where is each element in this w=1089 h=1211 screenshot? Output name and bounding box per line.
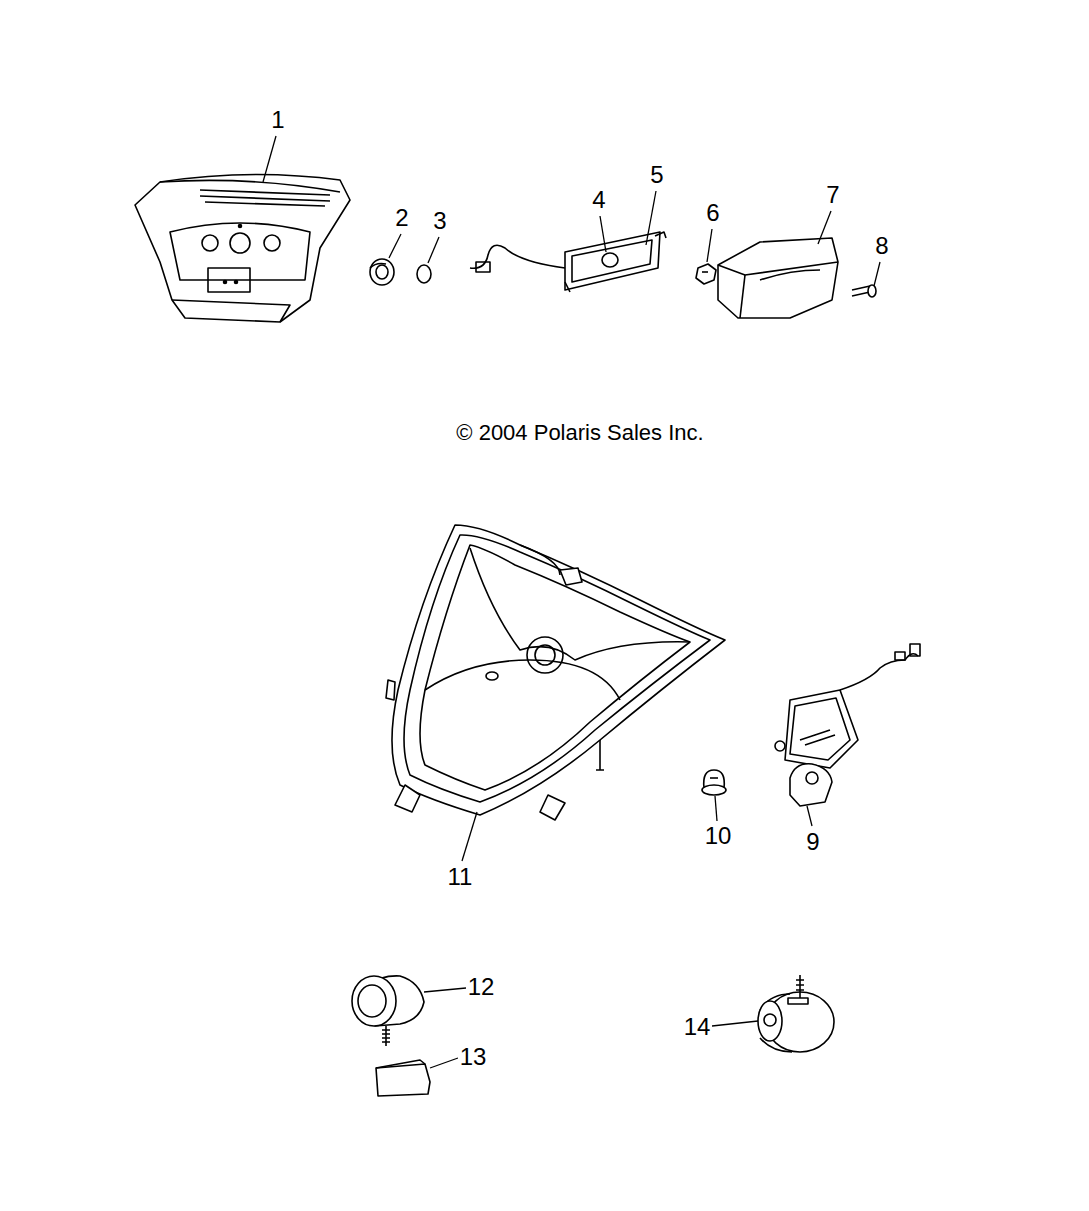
callout-number: 11 (446, 864, 475, 890)
leader-lines (263, 136, 880, 1068)
headlight-socket (775, 644, 920, 806)
screw (852, 285, 876, 297)
callout-number: 2 (393, 205, 410, 231)
callout-number: 7 (824, 182, 841, 208)
callout-number: 13 (458, 1044, 489, 1070)
callout-number: 9 (804, 829, 821, 855)
nut (696, 264, 716, 284)
callout-number: 4 (590, 187, 607, 213)
callout-number: 5 (648, 162, 665, 188)
socket-plate (470, 232, 666, 292)
tail-lens (718, 238, 838, 318)
callout-number: 6 (704, 200, 721, 226)
fender-housing (135, 174, 350, 322)
callout-number: 8 (873, 233, 890, 259)
callout-number: 3 (431, 208, 448, 234)
side-lamp (758, 975, 834, 1052)
headlight-assembly (386, 525, 725, 820)
copyright-note: © 2004 Polaris Sales Inc. (454, 421, 705, 445)
callout-number: 12 (466, 974, 497, 1000)
callout-number: 1 (269, 107, 286, 133)
callout-number: 14 (682, 1014, 713, 1040)
washer (417, 265, 431, 283)
grommet (370, 259, 394, 285)
marker-lamp (352, 976, 430, 1096)
callout-number: 10 (703, 823, 734, 849)
bulb (702, 770, 726, 795)
